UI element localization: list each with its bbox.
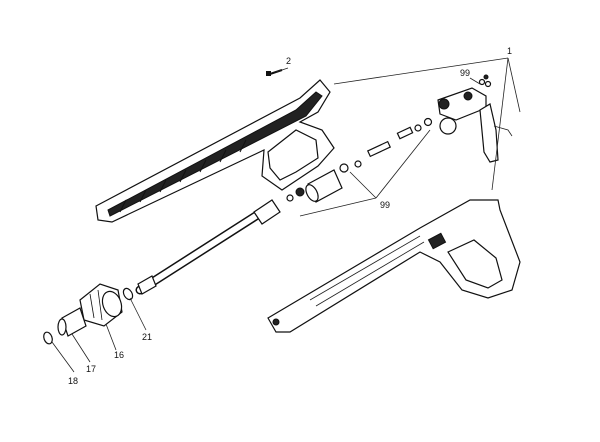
seal-kit-top — [478, 74, 492, 88]
oring-18 — [43, 331, 53, 345]
label-assembly: 1 — [507, 46, 512, 56]
label-seal-kit-mid: 99 — [380, 200, 390, 210]
handle-housing-lower — [267, 199, 521, 333]
trigger-lever — [479, 103, 513, 163]
label-nut-16: 16 — [114, 350, 124, 360]
label-seal-kit-top: 99 — [460, 68, 470, 78]
label-screw: 2 — [286, 56, 291, 66]
handle-shell-upper — [95, 79, 335, 223]
label-oring-18: 18 — [68, 376, 78, 386]
leader-lines — [51, 57, 521, 373]
nut-16 — [79, 283, 123, 327]
cylinder-sleeve — [286, 169, 343, 203]
lance-tube — [135, 199, 281, 295]
label-ring-21: 21 — [142, 332, 152, 342]
ring-21 — [122, 287, 134, 301]
nipple-17 — [57, 307, 87, 337]
valve-stem-parts — [339, 117, 433, 173]
valve-head — [437, 87, 487, 135]
label-nipple-17: 17 — [86, 364, 96, 374]
shell-ribs — [119, 139, 247, 213]
